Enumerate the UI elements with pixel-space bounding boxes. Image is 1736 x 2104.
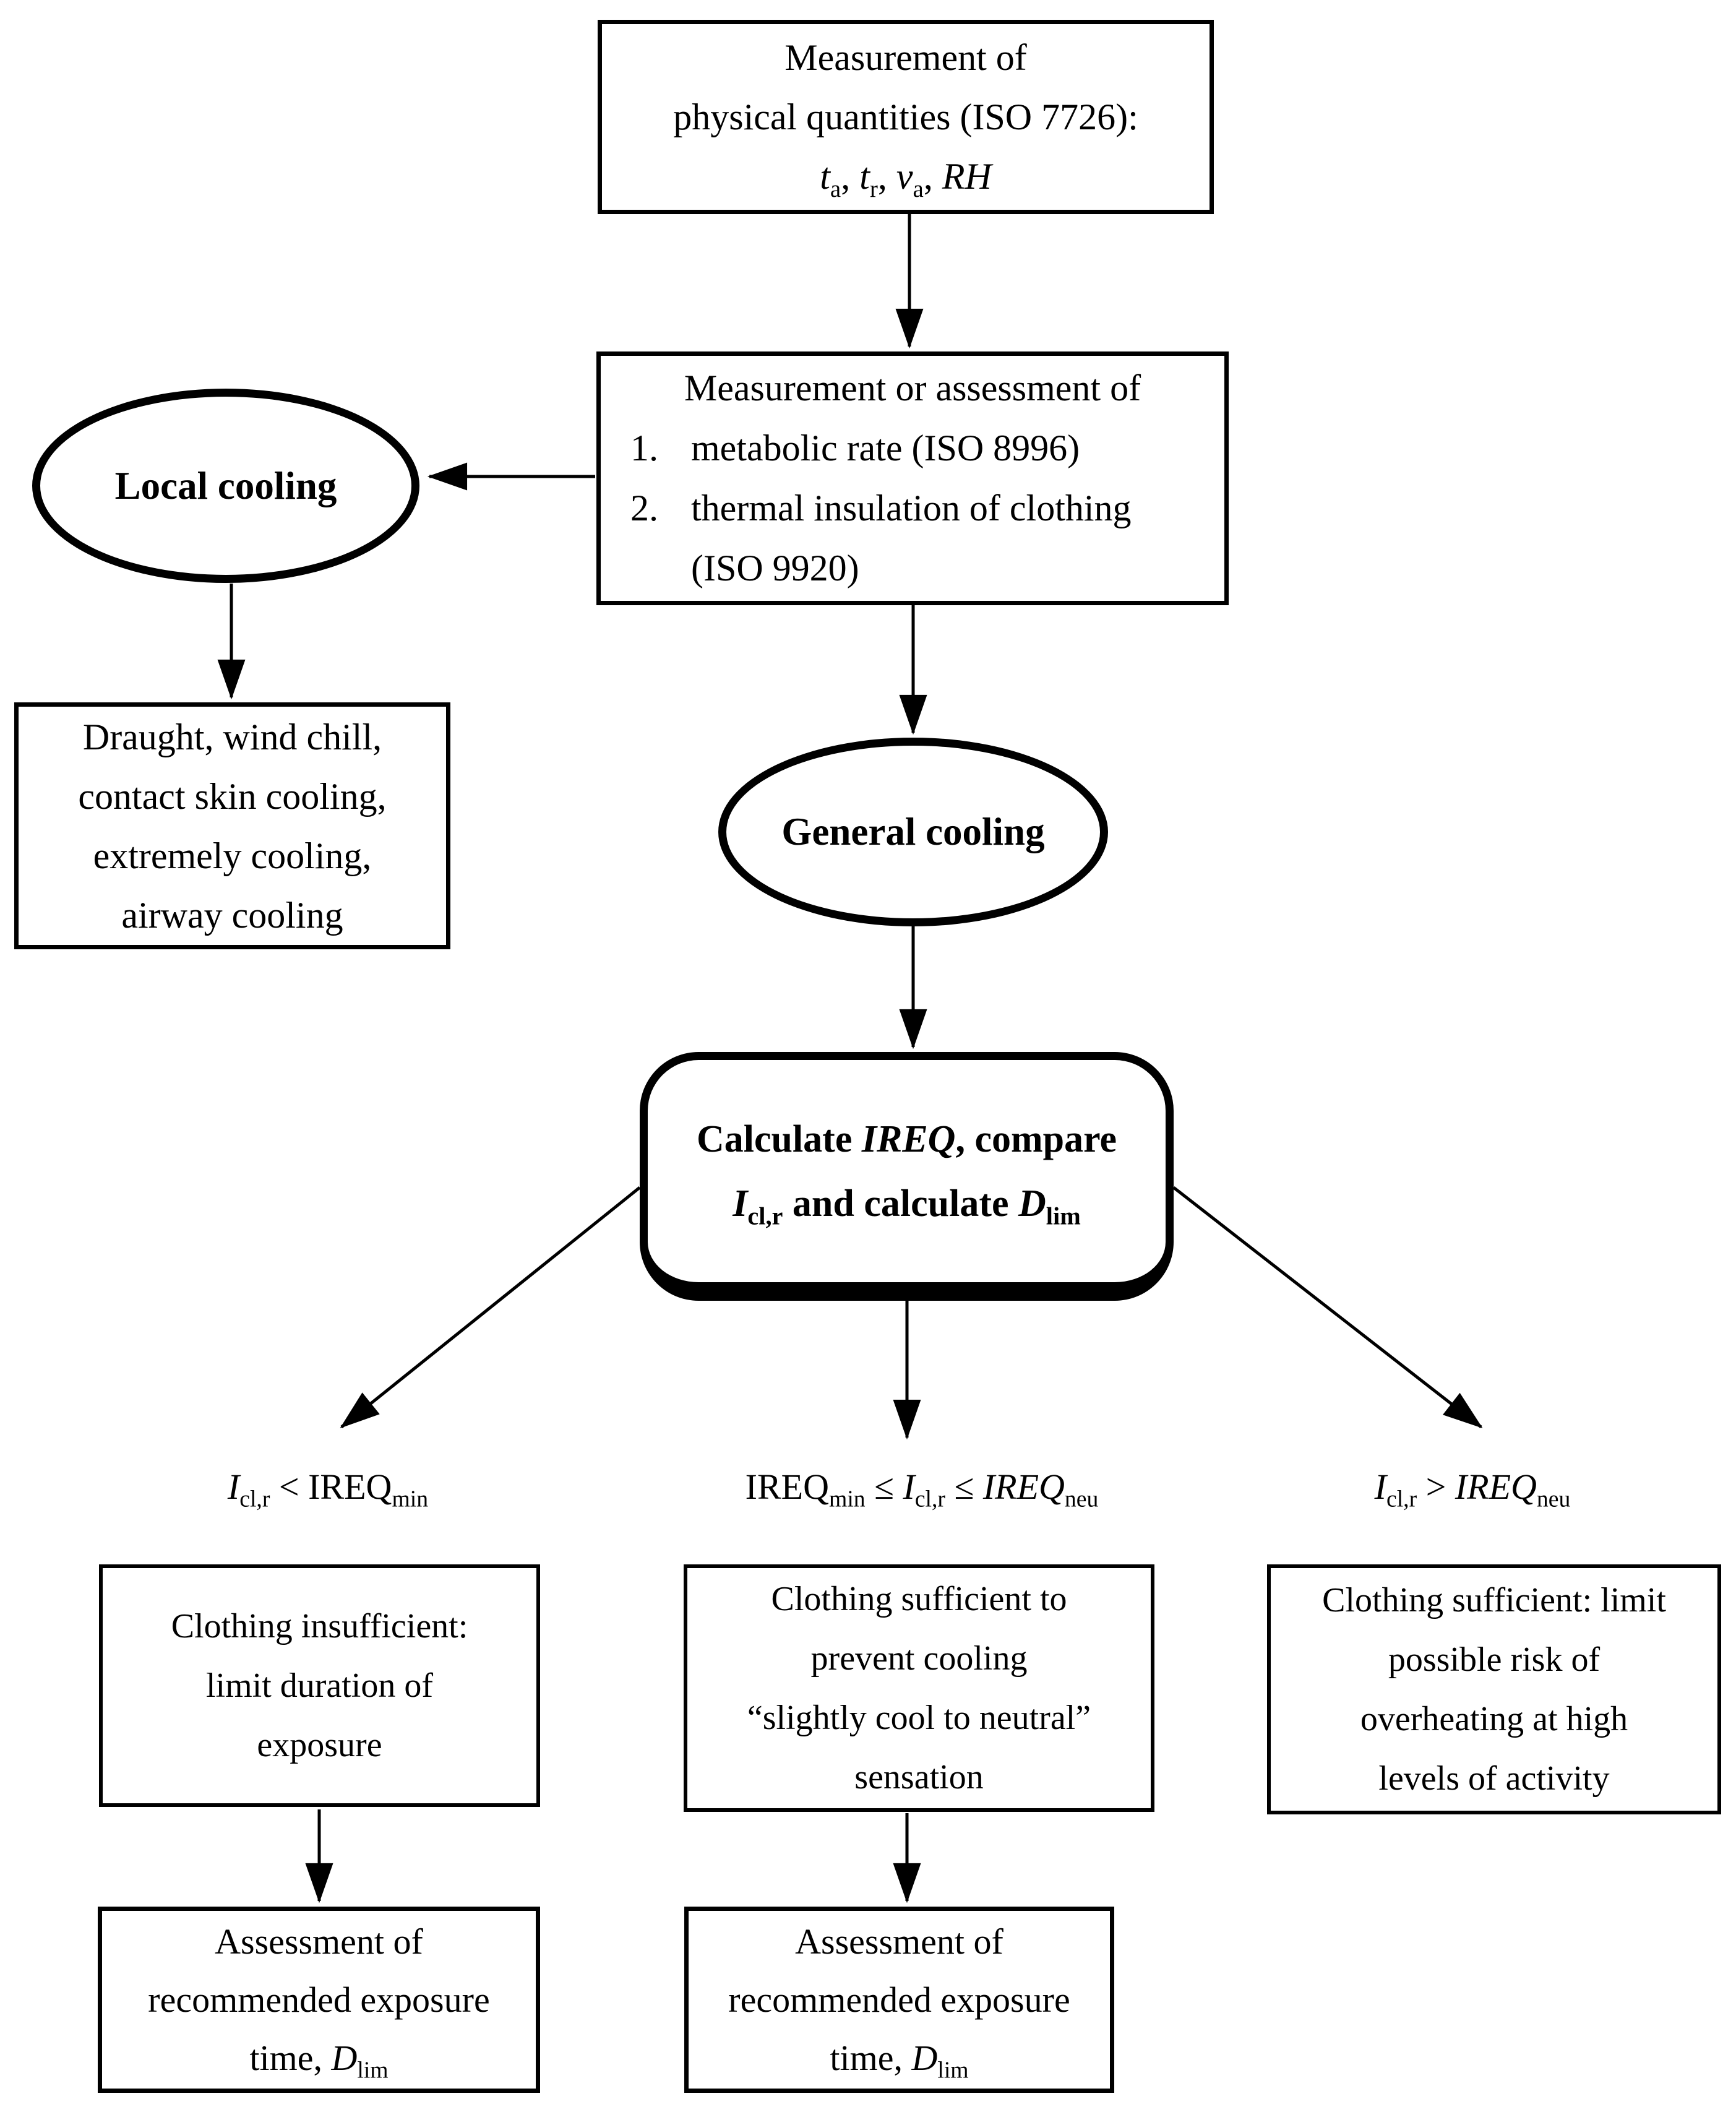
measurement-or-assessment-box: Measurement or assessment of 1. metaboli… (596, 351, 1229, 605)
measurement-line-1: Measurement of (784, 37, 1027, 78)
calc-line-1: Calculate IREQ, compare (696, 1118, 1117, 1160)
assessment-exposure-middle-text: Assessment of recommended exposure (728, 1921, 1070, 2020)
clothing-sufficient-prevent-cooling-text: Clothing sufficient to prevent cooling “… (747, 1580, 1091, 1796)
condition-icl-less-ireqmin: Icl,r < IREQmin (227, 1467, 429, 1512)
clothing-insufficient-text: Clothing insufficient: limit duration of… (171, 1607, 468, 1764)
assessment-item-1: 1. metabolic rate (ISO 8996) (601, 418, 1224, 478)
assessment-item-2-text: thermal insulation of clothing (ISO 9920… (691, 488, 1132, 589)
calculate-ireq-box: Calculate IREQ, compare Icl,r and calcul… (640, 1052, 1174, 1301)
connector-calc-to-condition-right (1172, 1186, 1483, 1428)
measurement-line-2: physical quantities (ISO 7726): (673, 97, 1138, 137)
measurement-variables: ta, tr, va, RH (820, 156, 992, 202)
assessment-item-2: 2. thermal insulation of clothing (ISO 9… (601, 478, 1224, 598)
clothing-sufficient-overheating-text: Clothing sufficient: limit possible risk… (1322, 1581, 1666, 1798)
condition-ireqmin-le-icl-le-ireqneu: IREQmin ≤ Icl,r ≤ IREQneu (745, 1467, 1099, 1512)
draught-wind-chill-box: Draught, wind chill, contact skin coolin… (14, 702, 450, 949)
clothing-sufficient-overheating-box: Clothing sufficient: limit possible risk… (1267, 1564, 1721, 1814)
general-cooling-ellipse: General cooling (718, 738, 1108, 926)
connector-calc-to-condition-left (340, 1186, 641, 1429)
assessment-exposure-time-middle-box: Assessment of recommended exposure time,… (684, 1907, 1114, 2093)
assessment-exposure-time-left-box: Assessment of recommended exposure time,… (98, 1907, 540, 2093)
assessment-title: Measurement or assessment of (684, 368, 1141, 408)
measurement-physical-quantities-box: Measurement of physical quantities (ISO … (598, 20, 1214, 214)
calc-line-2: Icl,r and calculate Dlim (733, 1182, 1081, 1230)
clothing-insufficient-box: Clothing insufficient: limit duration of… (99, 1564, 540, 1807)
assessment-item-1-text: metabolic rate (ISO 8996) (691, 428, 1080, 468)
assessment-item-2-number: 2. (630, 488, 658, 528)
assessment-item-1-number: 1. (630, 428, 658, 468)
local-cooling-label: Local cooling (114, 463, 337, 507)
assessment-exposure-middle-formula: time, Dlim (830, 2037, 969, 2084)
general-cooling-label: General cooling (781, 810, 1045, 853)
draught-text: Draught, wind chill, contact skin coolin… (78, 716, 387, 936)
condition-icl-greater-ireqneu: Icl,r > IREQneu (1374, 1467, 1571, 1512)
local-cooling-ellipse: Local cooling (32, 389, 419, 583)
assessment-exposure-left-text: Assessment of recommended exposure (148, 1921, 490, 2020)
assessment-exposure-left-formula: time, Dlim (249, 2037, 389, 2084)
clothing-sufficient-prevent-cooling-box: Clothing sufficient to prevent cooling “… (684, 1564, 1154, 1812)
